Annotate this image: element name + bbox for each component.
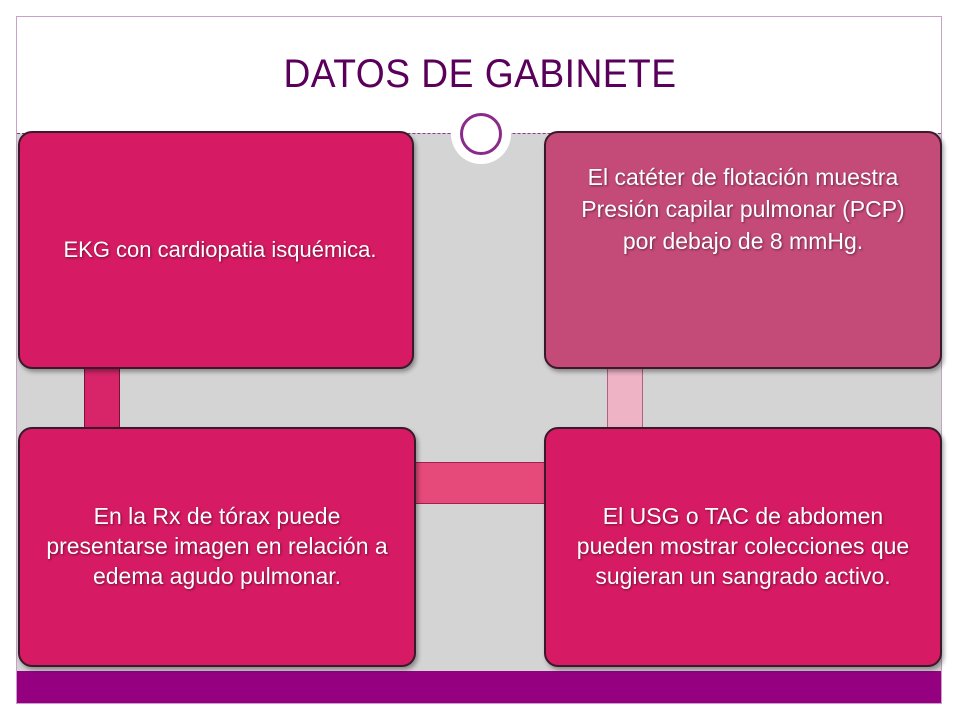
bottom-bar <box>17 671 941 703</box>
slide-title: DATOS DE GABINETE <box>283 52 677 96</box>
circle-ornament-icon <box>451 104 511 164</box>
box-usg-tac-text: El USG o TAC de abdomen pueden mostrar c… <box>576 503 910 589</box>
box-rx-torax: En la Rx de tórax puede presentarse imag… <box>18 427 416 667</box>
box-cateter: El catéter de flotación muestra Presión … <box>544 131 942 369</box>
box-ekg: EKG con cardiopatia isquémica. <box>18 131 414 369</box>
box-cateter-text: El catéter de flotación muestra Presión … <box>581 164 905 255</box>
box-usg-tac: El USG o TAC de abdomen pueden mostrar c… <box>544 427 942 667</box>
box-ekg-text: EKG con cardiopatia isquémica. <box>63 237 377 262</box>
box-rx-torax-text: En la Rx de tórax puede presentarse imag… <box>46 503 388 589</box>
